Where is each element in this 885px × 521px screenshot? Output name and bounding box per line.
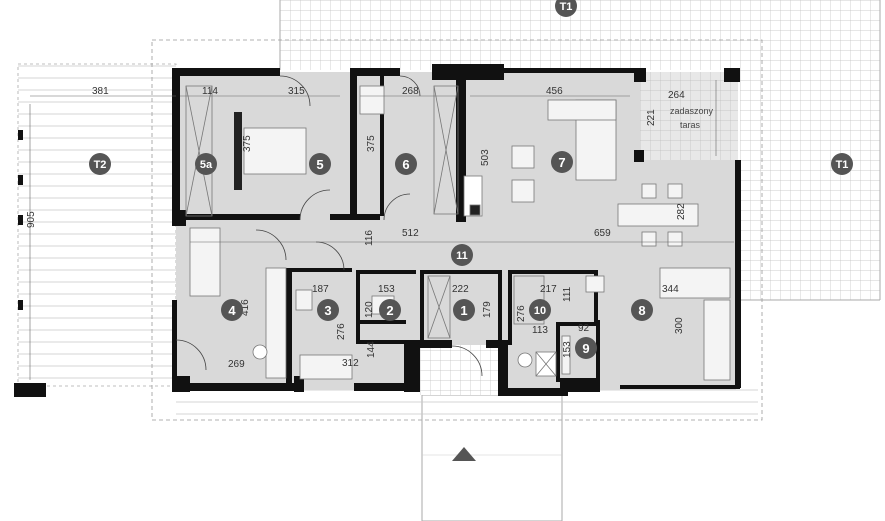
dim-153-b: 153 (562, 341, 573, 358)
room-badge-9 (575, 337, 597, 359)
dim-344: 344 (662, 284, 679, 295)
room-badges: 1 2 3 4 5 5a 6 7 8 9 10 11 (195, 151, 653, 359)
dim-217: 217 (540, 284, 557, 295)
terrace-t1-grid (279, 0, 881, 301)
room-number-4: 4 (228, 303, 236, 318)
dim-187: 187 (312, 284, 329, 295)
door-swings (175, 75, 483, 377)
dim-221: 221 (646, 109, 657, 126)
room-number-6: 6 (402, 157, 409, 172)
bathtub (299, 354, 353, 380)
dim-111: 111 (562, 286, 573, 302)
terrace-badge-t2 (89, 153, 111, 175)
entrance-arrow-icon (452, 447, 476, 461)
room-number-3: 3 (324, 303, 331, 318)
room-badge-11 (451, 244, 473, 266)
interior-walls (180, 68, 600, 386)
dim-416: 416 (240, 299, 251, 316)
dim-512: 512 (402, 228, 419, 239)
dim-92: 92 (578, 323, 590, 334)
dim-222: 222 (452, 284, 469, 295)
dim-144: 144 (366, 341, 377, 358)
room-badge-5 (309, 153, 331, 175)
dim-381: 381 (92, 86, 109, 97)
exterior-walls (172, 64, 741, 396)
dim-282: 282 (676, 203, 687, 220)
dim-268: 268 (402, 86, 419, 97)
furniture (185, 85, 731, 381)
terrace-badges: T2 T1 T1 (89, 0, 853, 175)
room-number-7: 7 (558, 155, 565, 170)
dim-312: 312 (342, 358, 359, 369)
dim-503: 503 (480, 149, 491, 166)
room-number-9: 9 (582, 341, 589, 356)
dining-table (617, 203, 699, 227)
dim-375-b: 375 (366, 135, 377, 152)
room-badge-6 (395, 153, 417, 175)
dimension-lines (29, 80, 734, 380)
dim-264: 264 (668, 90, 685, 101)
dim-114: 114 (202, 86, 218, 97)
dim-276-a: 276 (336, 323, 347, 340)
terrace-badge-t1-right (831, 153, 853, 175)
room-number-5: 5 (316, 157, 323, 172)
room-badge-3 (317, 299, 339, 321)
room-badge-5a (195, 153, 217, 175)
covered-terrace-label-1: zadaszony (670, 106, 714, 116)
room-badge-1 (453, 299, 475, 321)
room-number-10: 10 (534, 305, 546, 317)
dim-456: 456 (546, 86, 563, 97)
bed-room-6 (359, 85, 385, 115)
dim-269: 269 (228, 359, 245, 370)
dim-659: 659 (594, 228, 611, 239)
dim-153: 153 (378, 284, 395, 295)
room-number-1: 1 (460, 303, 467, 318)
dim-113: 113 (532, 325, 548, 336)
room-badge-2 (379, 299, 401, 321)
terrace-label-t1-right: T1 (836, 159, 849, 171)
room-badge-4 (221, 299, 243, 321)
dim-116: 116 (364, 230, 375, 246)
room-badge-8 (631, 299, 653, 321)
dim-375-a: 375 (242, 135, 253, 152)
terrace-label-t2: T2 (94, 159, 107, 171)
dim-905: 905 (26, 211, 37, 228)
dimension-labels: 381 114 315 268 456 264 221 375 375 503 … (26, 86, 687, 370)
room-number-11: 11 (456, 250, 468, 262)
bed-room-4 (189, 227, 221, 297)
terrace-label-t1-top: T1 (560, 1, 573, 13)
dim-120: 120 (364, 301, 375, 318)
dim-315: 315 (288, 86, 305, 97)
room-badge-10 (529, 299, 551, 321)
room-number-8: 8 (638, 303, 645, 318)
covered-terrace-label-2: taras (680, 120, 701, 130)
room-number-2: 2 (386, 303, 393, 318)
room-number-5a: 5a (200, 159, 213, 171)
room-badge-7 (551, 151, 573, 173)
dim-300: 300 (674, 317, 685, 334)
dim-179: 179 (482, 301, 493, 318)
dim-276-b: 276 (516, 305, 527, 322)
terrace-badge-t1-top (555, 0, 577, 17)
double-bed (243, 127, 307, 175)
